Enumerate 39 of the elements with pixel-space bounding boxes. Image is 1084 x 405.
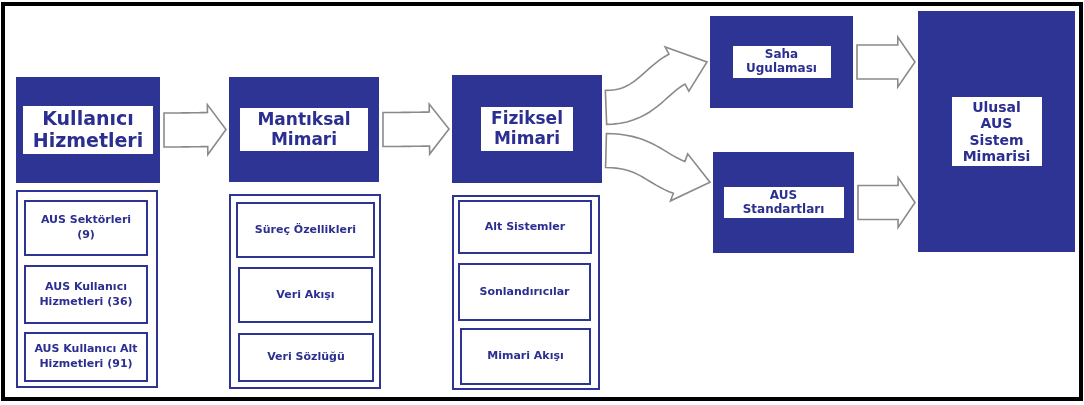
block-arrow	[857, 174, 916, 231]
process-box	[710, 16, 853, 108]
block-arrow	[382, 101, 450, 157]
title-label: Ulusal AUS Sistem Mimarisi	[951, 97, 1042, 166]
process-box	[452, 75, 602, 183]
item-label: Mimari Akışı	[487, 349, 564, 364]
group-panel	[452, 195, 600, 390]
group-panel	[229, 194, 381, 389]
block-arrow	[604, 45, 709, 126]
item-label: Süreç Özellikleri	[254, 222, 357, 238]
block-arrow	[604, 132, 712, 203]
item-box	[24, 332, 148, 382]
item-box	[458, 200, 592, 254]
title-label: Saha Ugulaması	[732, 46, 831, 78]
process-box	[16, 77, 160, 183]
item-label: Veri Akışı	[276, 287, 335, 303]
item-label: Veri Sözlüğü	[267, 350, 345, 365]
block-arrow	[856, 34, 916, 90]
item-box	[458, 263, 591, 321]
title-label: Mantıksal Mimari	[240, 107, 368, 152]
title-label: Kullanıcı Hizmetleri	[23, 106, 153, 154]
item-box	[24, 200, 148, 256]
group-panel	[16, 190, 158, 388]
title-label: AUS Standartları	[723, 186, 844, 219]
title-label: Fiziksel Mimari	[481, 107, 573, 151]
item-label: Sonlandırıcılar	[479, 284, 570, 300]
block-arrow	[163, 102, 227, 157]
process-box	[918, 11, 1075, 252]
item-box	[236, 202, 375, 258]
item-box	[238, 267, 373, 323]
item-box	[238, 333, 374, 382]
item-label: Alt Sistemler	[484, 219, 566, 235]
item-label: AUS Sektörleri (9)	[39, 213, 133, 243]
process-box	[229, 77, 379, 182]
item-label: AUS Kullanıcı Alt Hizmetleri (91)	[34, 342, 138, 372]
item-label: AUS Kullanıcı Hizmetleri (36)	[38, 279, 134, 310]
item-box	[24, 265, 148, 324]
process-box	[713, 152, 854, 253]
item-box	[460, 328, 591, 385]
